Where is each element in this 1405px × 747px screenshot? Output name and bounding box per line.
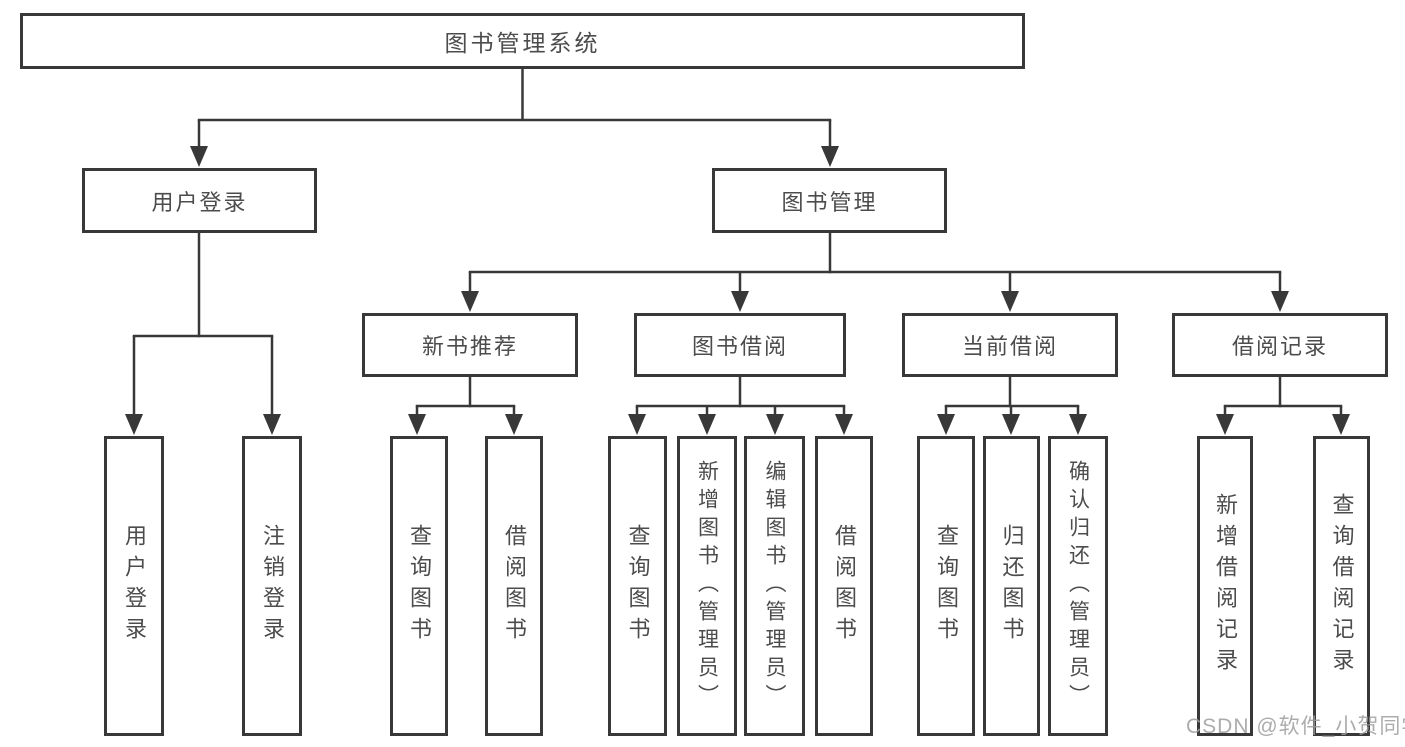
node-library-management-system: 图书管理系统	[20, 13, 1025, 69]
node-leaf-add-books-admin: 新增图书（管理员）	[677, 436, 737, 736]
node-book-management: 图书管理	[712, 168, 947, 233]
node-leaf-query-books-borrow: 查询图书	[608, 436, 667, 736]
node-leaf-query-books-current: 查询图书	[917, 436, 975, 736]
node-leaf-edit-books-admin: 编辑图书（管理员）	[744, 436, 805, 736]
csdn-watermark: CSDN @软件_小贺同学	[1186, 715, 1405, 738]
node-leaf-return-books: 归还图书	[983, 436, 1040, 736]
node-new-book-recommend: 新书推荐	[362, 313, 578, 377]
node-user-login: 用户登录	[82, 168, 317, 233]
arrowheads	[125, 146, 1350, 435]
node-leaf-borrow-books: 借阅图书	[815, 436, 873, 736]
node-current-borrow: 当前借阅	[902, 313, 1118, 377]
node-borrow-records: 借阅记录	[1172, 313, 1388, 377]
node-leaf-borrow-books-recommend: 借阅图书	[485, 436, 543, 736]
node-leaf-add-borrow-record: 新增借阅记录	[1197, 436, 1253, 736]
node-leaf-logout: 注销登录	[242, 436, 302, 736]
node-leaf-query-borrow-record: 查询借阅记录	[1313, 436, 1370, 736]
node-leaf-user-login: 用户登录	[104, 436, 164, 736]
node-leaf-query-books-recommend: 查询图书	[390, 436, 448, 736]
node-book-borrow: 图书借阅	[634, 313, 846, 377]
node-leaf-confirm-return-admin: 确认归还（管理员）	[1048, 436, 1108, 736]
